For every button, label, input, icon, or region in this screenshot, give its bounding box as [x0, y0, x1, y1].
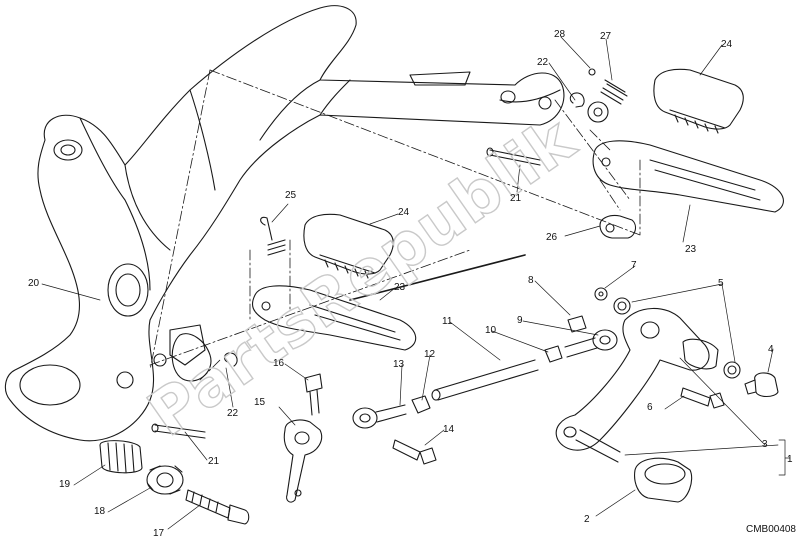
callout-7: 7 — [631, 260, 637, 271]
callout-4: 4 — [768, 344, 774, 355]
callout-25: 25 — [285, 190, 297, 201]
callout-22-upper: 22 — [537, 57, 549, 68]
callout-labels: 1 2 3 4 5 6 7 8 9 10 11 12 13 14 15 16 1… — [28, 29, 793, 539]
lower-footpeg-assembly — [151, 213, 417, 439]
upper-footpeg-assembly — [486, 68, 784, 239]
callout-24-lower: 24 — [398, 207, 410, 218]
alignment-lines — [149, 69, 641, 381]
callout-26: 26 — [546, 232, 558, 243]
callout-13: 13 — [393, 359, 405, 370]
callout-3: 3 — [762, 439, 768, 450]
callout-21-upper: 21 — [510, 193, 522, 204]
callout-17: 17 — [153, 528, 165, 539]
callout-18: 18 — [94, 506, 106, 517]
lower-left-hardware — [99, 440, 250, 525]
callout-5: 5 — [718, 278, 724, 289]
callout-19: 19 — [59, 479, 71, 490]
callout-8: 8 — [528, 275, 534, 286]
callout-15: 15 — [254, 397, 266, 408]
callout-12: 12 — [424, 349, 436, 360]
callout-11: 11 — [442, 316, 453, 327]
shift-lever-assembly — [283, 254, 779, 503]
callout-27: 27 — [600, 31, 612, 42]
callout-6: 6 — [647, 402, 653, 413]
frame-bracket — [4, 5, 565, 442]
callout-2: 2 — [584, 514, 590, 525]
callout-21-lower: 21 — [208, 456, 220, 467]
callout-24-upper: 24 — [721, 39, 733, 50]
callout-20: 20 — [28, 278, 40, 289]
callout-10: 10 — [485, 325, 497, 336]
callout-23-upper: 23 — [685, 244, 697, 255]
callout-16: 16 — [273, 358, 285, 369]
callout-22-lower: 22 — [227, 408, 239, 419]
callout-28: 28 — [554, 29, 566, 40]
drawing-code: CMB00408 — [745, 524, 796, 535]
callout-9: 9 — [517, 315, 523, 326]
callout-1: 1 — [787, 454, 793, 465]
callout-14: 14 — [443, 424, 455, 435]
leader-lines — [41, 36, 791, 530]
callout-23-lower: 23 — [394, 282, 406, 293]
watermark: PartsRepublik — [135, 102, 589, 450]
